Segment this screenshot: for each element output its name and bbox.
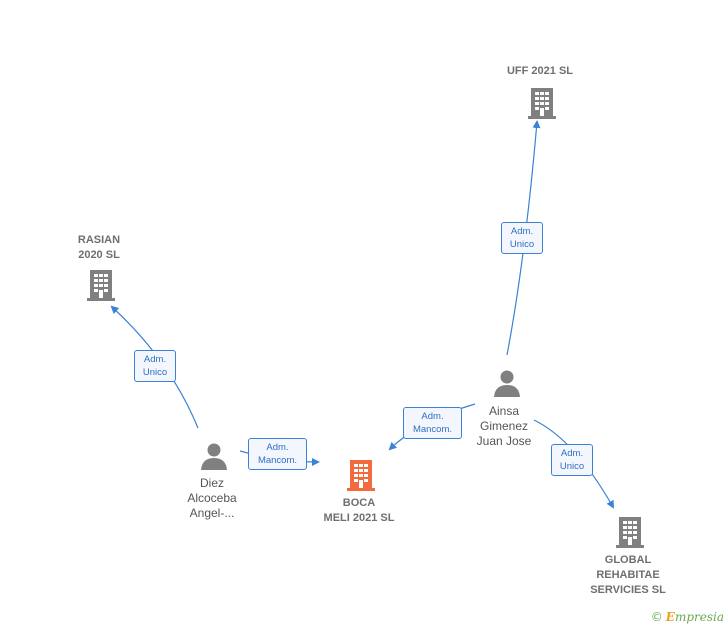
copyright-symbol: © <box>650 610 663 624</box>
person-label-ainsa[interactable]: Ainsa Gimenez Juan Jose <box>476 404 532 448</box>
role-badge-diez-rasian: Adm. Unico <box>134 350 176 382</box>
person-icon-diez[interactable] <box>199 441 229 471</box>
building-icon-rasian[interactable] <box>85 268 117 302</box>
building-icon-global[interactable] <box>614 515 646 549</box>
company-label-rasian[interactable]: RASIAN 2020 SL <box>77 234 121 261</box>
role-badge-diez-boca: Adm. Mancom. <box>248 438 307 470</box>
person-icon-ainsa[interactable] <box>492 368 522 398</box>
building-icon-boca[interactable] <box>345 458 377 492</box>
role-badge-ainsa-global: Adm. Unico <box>551 444 593 476</box>
brand-initial: E <box>665 610 675 624</box>
company-label-uff[interactable]: UFF 2021 SL <box>506 65 574 77</box>
role-badge-ainsa-uff: Adm. Unico <box>501 222 543 254</box>
empresia-watermark: ©Empresia <box>651 610 724 624</box>
brand-name: mpresia <box>674 610 724 624</box>
building-icon-uff[interactable] <box>526 86 558 120</box>
person-label-diez[interactable]: Diez Alcoceba Angel-... <box>187 476 237 520</box>
role-badge-ainsa-boca: Adm. Mancom. <box>403 407 462 439</box>
company-label-boca[interactable]: BOCA MELI 2021 SL <box>323 497 395 524</box>
company-label-global[interactable]: GLOBAL REHABITAE SERVICIES SL <box>590 554 666 596</box>
